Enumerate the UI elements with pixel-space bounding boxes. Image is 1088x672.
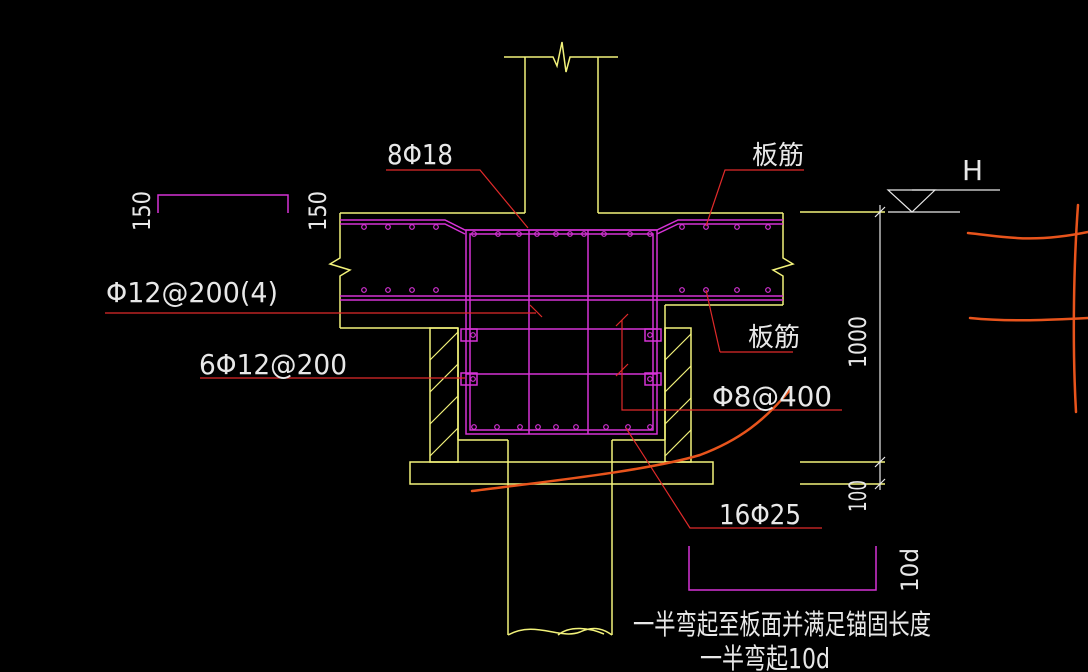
dimension-lines [874,189,1000,490]
depth-dim: 1000 [844,316,872,368]
note-line-1: 一半弯起至板面并满足锚固长度 [633,608,931,641]
note-line-2: 一半弯起10d [700,642,830,672]
slab-bar-top-label: 板筋 [752,141,804,171]
wall-hatching [429,331,692,457]
rebar-cage [157,194,877,591]
stirrup-main-label: Φ12@200(4) [106,276,278,309]
top-bars-label: 8Φ18 [387,138,453,171]
concrete-outline [328,41,885,636]
rebar-dots [361,224,771,430]
side-bars-label: 6Φ12@200 [199,348,347,381]
slab-thickness-left-dim: 150 [128,191,156,231]
cushion-dim: 100 [844,480,872,512]
tie-bars-label: Φ8@400 [712,380,832,413]
annotation-text: 8Φ18 板筋 H Φ12@200(4) 板筋 6Φ12@200 Φ8@400 … [106,138,983,531]
bottom-bars-label: 16Φ25 [719,498,801,531]
hand-markup [470,203,1088,493]
level-mark-label: H [962,154,983,187]
slab-bar-bottom-label: 板筋 [748,323,800,353]
leader-lines [105,169,842,529]
dimension-text: 150 150 1000 100 10d [128,191,924,592]
notes-text: 一半弯起至板面并满足锚固长度 一半弯起10d [633,608,931,672]
slab-thickness-right-dim: 150 [304,191,332,231]
hook-10d-dim: 10d [896,548,924,592]
